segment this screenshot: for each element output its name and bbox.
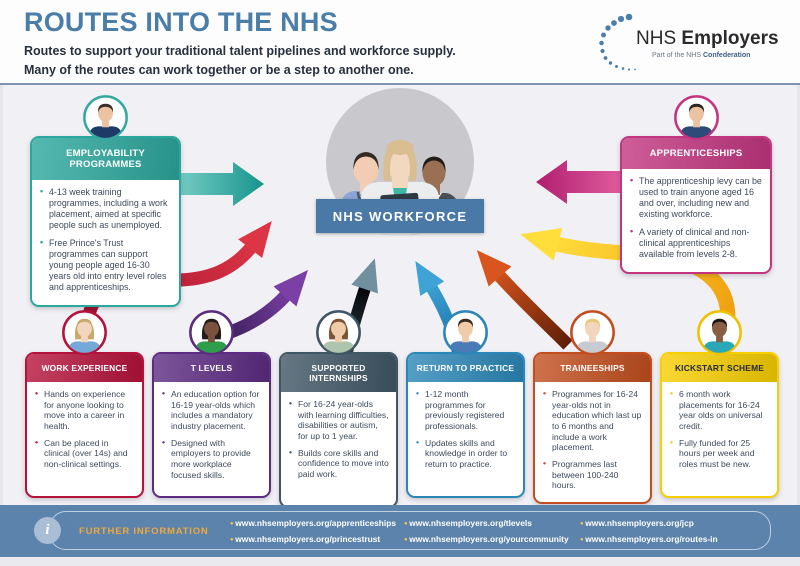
card-traineeships: TRAINEESHIPS Programmes for 16-24 year-o… xyxy=(533,352,652,504)
subtitle-line-1: Routes to support your traditional talen… xyxy=(24,44,456,58)
bullet: Builds core skills and confidence to mov… xyxy=(289,447,389,480)
bullet: Hands on experience for anyone looking t… xyxy=(35,388,135,432)
info-icon: i xyxy=(34,517,61,544)
card-t-levels: T LEVELS An education option for 16-19 y… xyxy=(152,352,271,498)
card-return-to-practice: RETURN TO PRACTICE 1-12 month programmes… xyxy=(406,352,525,498)
bullet: Fully funded for 25 hours per week and r… xyxy=(670,437,770,470)
card-kickstart-scheme: KICKSTART SCHEME 6 month work placements… xyxy=(660,352,779,498)
card-bullets: 4-13 week training programmes, including… xyxy=(32,180,179,305)
arrow-traineeships xyxy=(476,250,573,350)
bullet: 6 month work placements for 16-24 year o… xyxy=(670,388,770,432)
card-bullets: 6 month work placements for 16-24 year o… xyxy=(662,382,777,496)
card-title: T LEVELS xyxy=(154,354,269,382)
card-bullets: 1-12 month programmes for previously reg… xyxy=(408,382,523,496)
card-work-experience: WORK EXPERIENCE Hands on experience for … xyxy=(25,352,144,498)
avatar-traineeships xyxy=(569,309,616,356)
card-bullets: The apprenticeship levy can be used to t… xyxy=(622,169,770,272)
card-title: KICKSTART SCHEME xyxy=(662,354,777,382)
arrow-apprenticeships xyxy=(536,160,622,204)
bullet: Free Prince's Trust programmes can suppo… xyxy=(40,237,172,293)
footer-link: www.nhsemployers.org/yourcommunity xyxy=(404,534,568,544)
nhs-workforce-banner: NHS WORKFORCE xyxy=(316,199,484,233)
card-title: TRAINEESHIPS xyxy=(535,354,650,382)
logo-wordmark: NHS Employers xyxy=(636,28,779,49)
avatar-employability xyxy=(82,94,129,141)
bullet: Can be placed in clinical (over 14s) and… xyxy=(35,437,135,470)
card-title: SUPPORTED INTERNSHIPS xyxy=(281,354,396,392)
footer-link: www.nhsemployers.org/routes-in xyxy=(580,534,717,544)
bullet: Updates skills and knowledge in order to… xyxy=(416,437,516,470)
card-bullets: For 16-24 year-olds with learning diffic… xyxy=(281,392,396,506)
footer-link: www.nhsemployers.org/apprenticeships xyxy=(230,518,396,528)
card-title: APPRENTICESHIPS xyxy=(622,138,770,169)
bullet: For 16-24 year-olds with learning diffic… xyxy=(289,398,389,442)
avatar-return-to-practice xyxy=(442,309,489,356)
footer-links-column-1: www.nhsemployers.org/apprenticeships www… xyxy=(230,518,396,544)
card-apprenticeships: APPRENTICESHIPS The apprenticeship levy … xyxy=(620,136,772,275)
footer-links-column-3: www.nhsemployers.org/jcp www.nhsemployer… xyxy=(580,518,718,544)
card-bullets: Programmes for 16-24 year-olds not in ed… xyxy=(535,382,650,502)
bullet: An education option for 16-19 year-olds … xyxy=(162,388,262,432)
avatar-work-experience xyxy=(61,309,108,356)
arrow-employability xyxy=(180,162,264,206)
card-employability-programmes: EMPLOYABILITY PROGRAMMES 4-13 week train… xyxy=(30,136,181,308)
bullet: The apprenticeship levy can be used to t… xyxy=(630,175,763,220)
avatar-t-levels xyxy=(188,309,235,356)
bullet: 1-12 month programmes for previously reg… xyxy=(416,388,516,432)
bullet: 4-13 week training programmes, including… xyxy=(40,186,172,231)
page-subtitle: Routes to support your traditional talen… xyxy=(24,42,456,80)
card-supported-internships: SUPPORTED INTERNSHIPS For 16-24 year-old… xyxy=(279,352,398,508)
avatar-supported-internships xyxy=(315,309,362,356)
card-title: EMPLOYABILITY PROGRAMMES xyxy=(32,138,179,180)
nhs-employers-logo: NHS Employers Part of the NHS Confederat… xyxy=(590,6,780,78)
header: ROUTES INTO THE NHS Routes to support yo… xyxy=(0,0,800,85)
footer-link: www.nhsemployers.org/jcp xyxy=(580,518,718,528)
card-bullets: Hands on experience for anyone looking t… xyxy=(27,382,142,496)
logo-dots-arc-icon xyxy=(599,13,636,71)
bullet: Designed with employers to provide more … xyxy=(162,437,262,481)
avatar-apprenticeships xyxy=(673,94,720,141)
footer-label: FURTHER INFORMATION xyxy=(79,526,209,537)
card-bullets: An education option for 16-19 year-olds … xyxy=(154,382,269,496)
card-title: WORK EXPERIENCE xyxy=(27,354,142,382)
card-title: RETURN TO PRACTICE xyxy=(408,354,523,382)
bottom-edge-strip xyxy=(0,557,800,566)
avatar-kickstart xyxy=(696,309,743,356)
logo-tagline: Part of the NHS Confederation xyxy=(652,52,751,59)
footer-link: www.nhsemployers.org/princestrust xyxy=(230,534,396,544)
footer: i FURTHER INFORMATION www.nhsemployers.o… xyxy=(0,505,800,557)
bullet: Programmes last between 100-240 hours. xyxy=(543,458,643,491)
bullet: A variety of clinical and non-clinical a… xyxy=(630,226,763,260)
footer-link: www.nhsemployers.org/tlevels xyxy=(404,518,569,528)
bullet: Programmes for 16-24 year-olds not in ed… xyxy=(543,388,643,453)
footer-links-column-2: www.nhsemployers.org/tlevels www.nhsempl… xyxy=(404,518,569,544)
subtitle-line-2: Many of the routes can work together or … xyxy=(24,62,414,77)
page-title: ROUTES INTO THE NHS xyxy=(24,7,338,37)
